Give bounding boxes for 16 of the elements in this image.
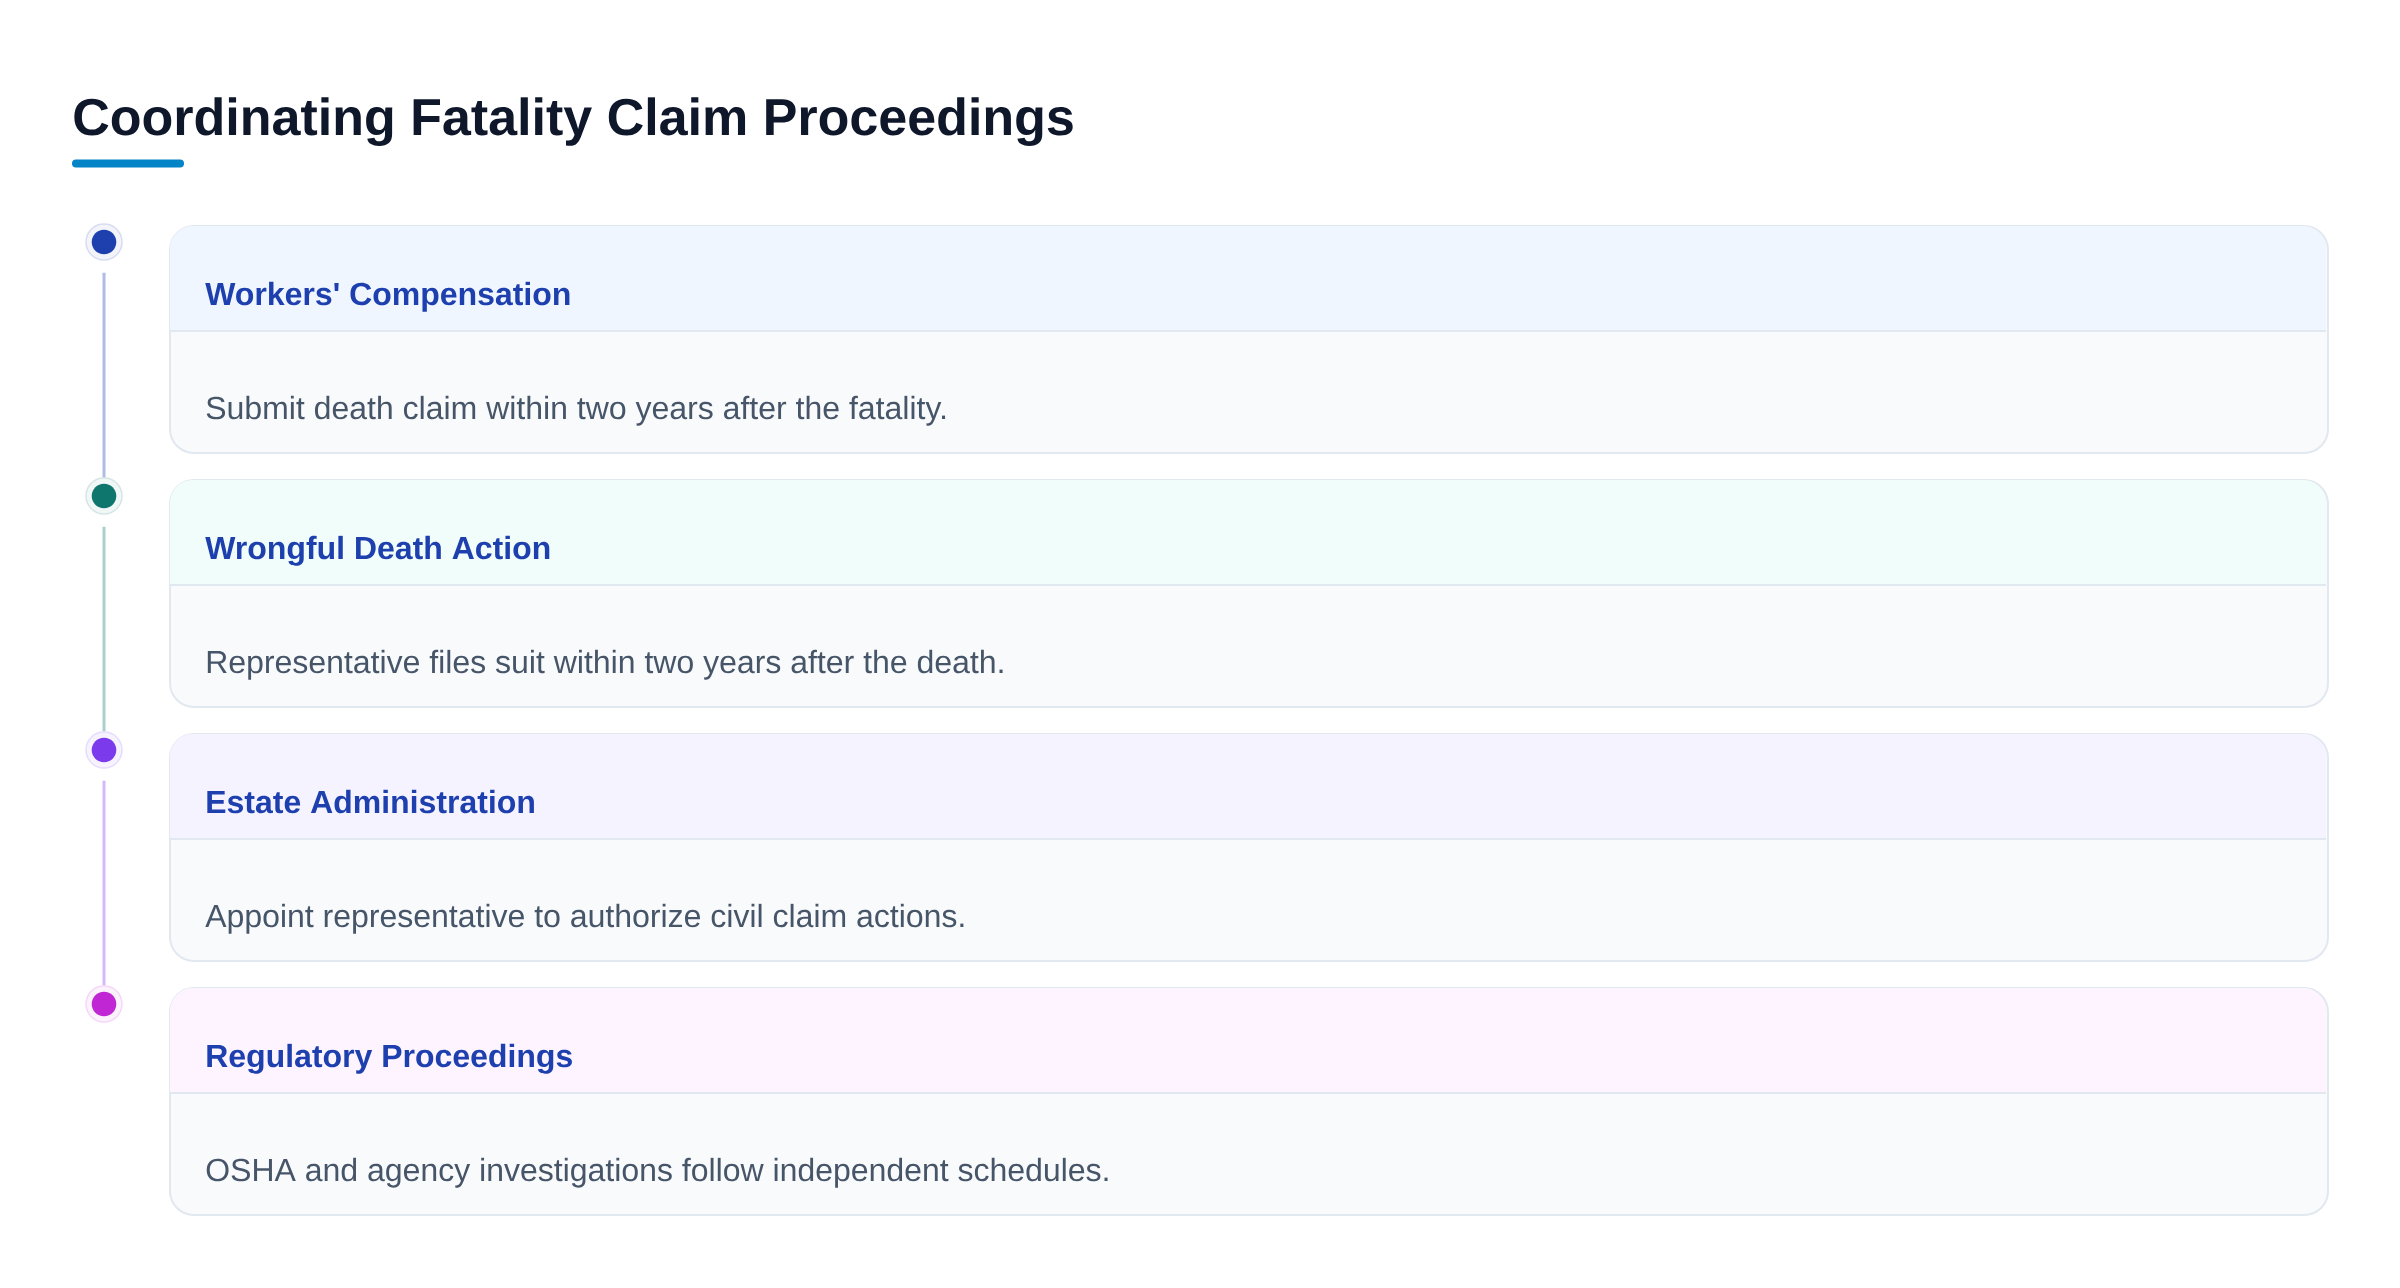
connector-line [102,526,106,732]
title: Coordinating Fatality Claim Proceedings [74,97,1073,147]
timeline-dot [85,731,123,769]
connector-line [102,780,106,986]
card-header: Workers' Compensation [169,226,2328,332]
card-description: Representative files suit within two years after the death. [207,649,1003,680]
card-header: Wrongful Death Action [169,480,2328,586]
card-description: Submit death claim within two years after the fatality. [206,395,946,426]
timeline-dot [85,985,123,1023]
card-header: Regulatory Proceedings [169,988,2328,1094]
timeline-dot [85,477,123,515]
card-description: Appoint representative to authorize civil claim actions. [205,903,964,934]
timeline-dot [85,223,123,261]
card-description: OSHA and agency investigations follow independent schedules. [206,1157,1108,1188]
card-header: Estate Administration [169,734,2328,840]
connector-line [102,272,106,478]
